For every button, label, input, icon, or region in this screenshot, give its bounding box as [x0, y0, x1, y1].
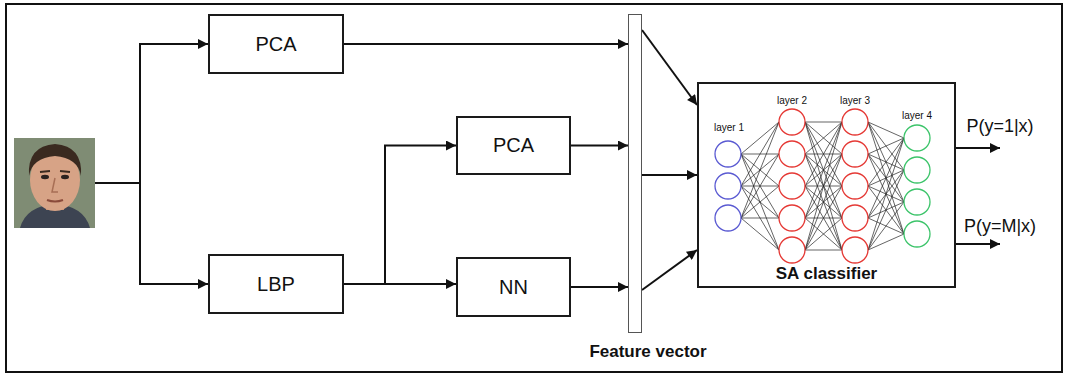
hair [29, 144, 81, 176]
network-link [805, 122, 842, 186]
neuron [904, 157, 930, 183]
connector-arrow [571, 145, 628, 147]
network-link [741, 218, 779, 250]
connector-arrow [344, 43, 628, 45]
neuron [842, 109, 868, 135]
layer-label: layer 1 [714, 122, 744, 134]
process-box: NN [456, 257, 571, 317]
input-wire [140, 183, 208, 284]
connector-arrow [571, 286, 628, 288]
connector-arrow [642, 174, 697, 176]
network-link [805, 122, 842, 186]
network-link [741, 154, 779, 218]
face-photo [14, 138, 95, 228]
network-link [868, 122, 904, 202]
network-link [805, 122, 842, 250]
process-box: PCA [208, 14, 344, 74]
outer-frame [6, 4, 1062, 372]
network-link [741, 186, 779, 218]
box-heading: Feature vector [589, 342, 706, 362]
connector-arrow [344, 283, 456, 285]
neuron [779, 173, 805, 199]
network-link [805, 186, 842, 250]
neuron [715, 205, 741, 231]
network-link [868, 170, 904, 250]
feature-vector-bar: Feature vector [628, 14, 642, 333]
network-link [868, 138, 904, 154]
output-arrow [956, 147, 1000, 149]
network-link [868, 202, 904, 250]
box-label: LBP [257, 273, 295, 296]
neuron [904, 125, 930, 151]
network-link [741, 218, 779, 219]
neuron [779, 141, 805, 167]
neuron [779, 205, 805, 231]
network-link [805, 122, 842, 218]
nose [52, 178, 58, 192]
network-link [868, 138, 904, 250]
layer-label: layer 4 [902, 110, 932, 122]
connector-arrow [642, 30, 697, 105]
output-arrow [956, 243, 1000, 245]
network-link [805, 122, 842, 154]
neuron [715, 141, 741, 167]
connector-arrow [344, 146, 456, 285]
network-link [805, 122, 842, 250]
network-link [805, 250, 842, 251]
network-link [741, 122, 779, 218]
output-label: P(y=1|x) [966, 116, 1033, 137]
output-label: P(y=M|x) [964, 216, 1036, 237]
box-label: PCA [493, 134, 534, 157]
network-link [868, 122, 904, 138]
neuron [779, 237, 805, 263]
photo-background [14, 138, 95, 228]
process-box: LBP [208, 254, 344, 314]
network-link [741, 154, 779, 250]
network-link [805, 154, 842, 250]
box-heading: SA classifier [776, 264, 877, 284]
neuron [779, 109, 805, 135]
connector-arrow [642, 250, 697, 290]
box-label: PCA [255, 33, 296, 56]
network-link [868, 122, 904, 234]
network-link [805, 154, 842, 250]
network-link [868, 234, 904, 250]
neuron [715, 173, 741, 199]
network-link [868, 138, 904, 218]
neuron [842, 237, 868, 263]
layer-label: layer 2 [777, 95, 807, 107]
network-link [741, 122, 779, 186]
neuron [842, 173, 868, 199]
eyebrows [40, 171, 70, 172]
neuron [904, 221, 930, 247]
network-link [805, 218, 842, 250]
eye [41, 175, 49, 179]
network-link [805, 122, 842, 154]
network-link [805, 218, 842, 250]
neuron [842, 205, 868, 231]
layer-label: layer 3 [840, 95, 870, 107]
neuron [904, 189, 930, 215]
network-link [805, 122, 842, 218]
process-box: PCA [456, 116, 571, 175]
neural-network [715, 109, 930, 263]
network-link [805, 186, 842, 250]
input-wire [95, 44, 208, 183]
network-link [741, 122, 779, 154]
network-link [805, 122, 842, 123]
network-link [741, 154, 779, 218]
mouth [47, 200, 63, 202]
network-link [741, 186, 779, 250]
box-label: NN [499, 276, 528, 299]
neuron [842, 141, 868, 167]
network-link [741, 186, 779, 218]
eye [61, 175, 69, 179]
